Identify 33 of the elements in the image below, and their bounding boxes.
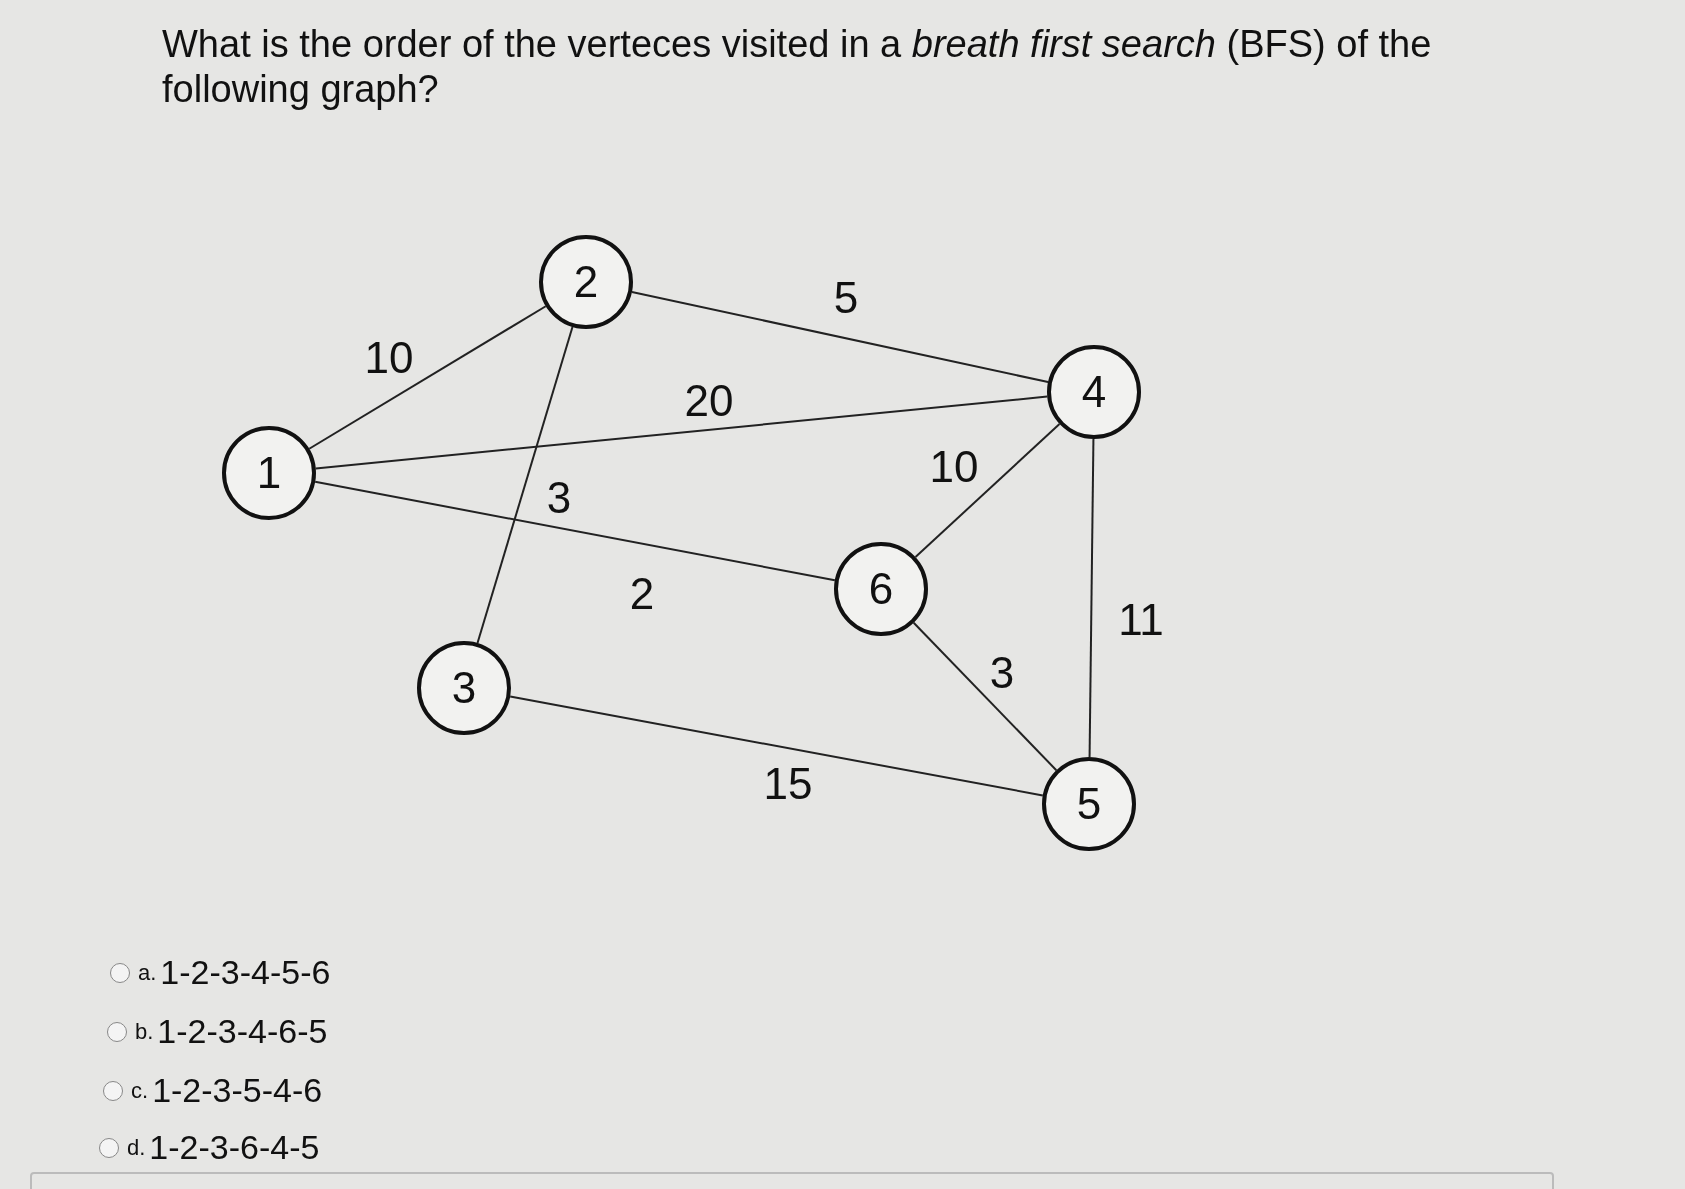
question-text: What is the order of the verteces visited in a breath first search (BFS) of the following graph? (162, 22, 1433, 112)
edge-line (912, 621, 1058, 772)
option-text: 1-2-3-5-4-6 (152, 1071, 323, 1110)
option-text: 1-2-3-6-4-5 (149, 1128, 320, 1167)
edge-line (314, 395, 1049, 470)
option-letter: a. (138, 959, 157, 986)
vertex-label: 4 (1081, 367, 1107, 417)
edge-weight: 5 (833, 273, 859, 323)
vertex-label: 3 (451, 663, 477, 713)
option-letter: b. (135, 1018, 154, 1045)
edge-line (509, 695, 1044, 797)
edge-weight: 2 (629, 569, 655, 619)
edge-line (314, 480, 836, 582)
vertex-label: 1 (256, 448, 282, 498)
edge-weight: 3 (989, 648, 1015, 698)
option-letter: d. (127, 1134, 146, 1161)
option-letter: c. (131, 1077, 149, 1104)
edge-weight: 11 (1118, 595, 1164, 645)
edge-line (1088, 438, 1095, 758)
edge-weight: 3 (546, 473, 572, 523)
edge-weight: 15 (763, 759, 813, 809)
edge-line (630, 290, 1050, 384)
vertex-label: 6 (868, 564, 894, 614)
edge-line (308, 305, 547, 450)
option-text: 1-2-3-4-5-6 (160, 953, 331, 992)
vertex-label: 5 (1076, 779, 1102, 829)
edge-weight: 10 (364, 333, 414, 383)
vertex-label: 2 (573, 257, 599, 307)
edge-line (914, 422, 1061, 559)
edge-weight: 20 (684, 376, 734, 426)
edge-line (476, 326, 574, 644)
edge-weight: 10 (929, 442, 979, 492)
option-text: 1-2-3-4-6-5 (157, 1012, 328, 1051)
